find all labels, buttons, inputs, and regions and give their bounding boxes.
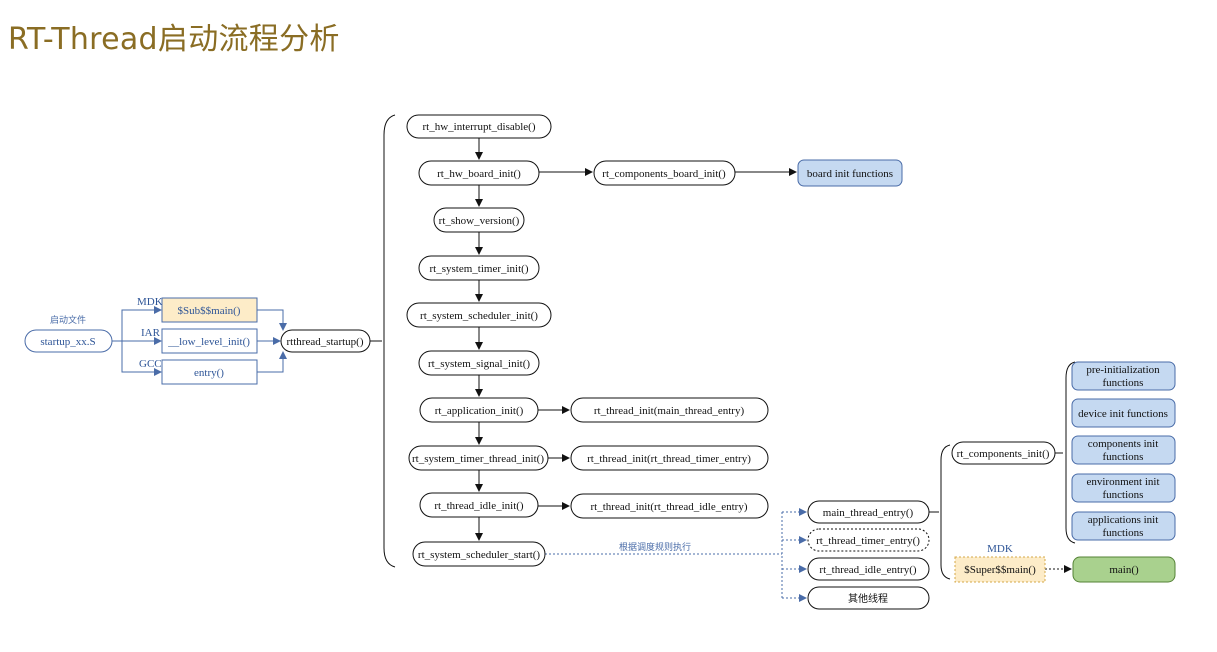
components-init-label: rt_components_init() (957, 448, 1050, 460)
seq-timer-thread-init[interactable]: rt_system_timer_thread_init() (408, 445, 549, 471)
compiler-tag-iar: IAR (141, 327, 161, 339)
seq-label: rt_thread_idle_init() (434, 500, 524, 512)
init-func-line: functions (1103, 451, 1144, 463)
seq-interrupt-disable[interactable]: rt_hw_interrupt_disable() (406, 114, 552, 139)
thread-init-label: rt_thread_init(rt_thread_idle_entry) (591, 501, 748, 513)
sub-main-label: $Sub$$main() (178, 305, 241, 317)
init-func-line: device init functions (1078, 408, 1168, 420)
seq-signal-init[interactable]: rt_system_signal_init() (418, 350, 540, 376)
components-board-init-label: rt_components_board_init() (602, 168, 726, 180)
sub-main-node[interactable]: $Sub$$main() (161, 297, 258, 323)
thread-label: main_thread_entry() (823, 507, 914, 519)
components-board-init-node[interactable]: rt_components_board_init() (593, 160, 736, 186)
init-functions-environment[interactable]: environment init functions (1071, 473, 1176, 503)
thread-init-idle[interactable]: rt_thread_init(rt_thread_idle_entry) (570, 493, 769, 519)
thread-init-timer[interactable]: rt_thread_init(rt_thread_timer_entry) (570, 445, 769, 471)
thread-init-label: rt_thread_init(main_thread_entry) (594, 405, 745, 417)
seq-label: rt_application_init() (435, 405, 524, 417)
rtthread-startup-node[interactable]: rtthread_startup() (280, 329, 371, 353)
low-level-init-label: __low_level_init() (167, 336, 250, 348)
main-label: main() (1109, 564, 1139, 576)
init-func-line: functions (1103, 489, 1144, 501)
seq-idle-init[interactable]: rt_thread_idle_init() (419, 492, 539, 518)
seq-label: rt_system_scheduler_init() (420, 310, 538, 322)
super-main-node[interactable]: $Super$$main() (954, 556, 1046, 583)
seq-scheduler-start[interactable]: rt_system_scheduler_start() (412, 541, 546, 567)
board-init-functions-label: board init functions (807, 168, 893, 180)
main-node[interactable]: main() (1072, 556, 1176, 583)
startup-caption: 启动文件 (50, 314, 86, 326)
seq-label: rt_system_scheduler_start() (418, 549, 541, 561)
seq-label: rt_hw_board_init() (437, 168, 521, 180)
seq-show-version[interactable]: rt_show_version() (433, 207, 525, 233)
super-main-label: $Super$$main() (964, 564, 1036, 576)
seq-hw-board-init[interactable]: rt_hw_board_init() (418, 160, 540, 186)
init-func-line: functions (1103, 377, 1144, 389)
init-functions-components[interactable]: components init functions (1071, 435, 1176, 465)
init-functions-pre[interactable]: pre-initialization functions (1071, 361, 1176, 391)
page-title: RT-Thread启动流程分析 (8, 22, 340, 57)
seq-label: rt_system_timer_init() (430, 263, 529, 275)
init-functions-applications[interactable]: applications init functions (1071, 511, 1176, 541)
compiler-tag-gcc: GCC (139, 358, 162, 370)
init-func-line: functions (1103, 527, 1144, 539)
thread-other[interactable]: 其他线程 (807, 586, 930, 610)
init-func-line: applications init (1088, 514, 1159, 526)
thread-label: rt_thread_idle_entry() (819, 564, 916, 576)
seq-application-init[interactable]: rt_application_init() (419, 397, 539, 423)
seq-label: rt_system_signal_init() (428, 358, 530, 370)
thread-label: 其他线程 (848, 592, 888, 605)
components-init-node[interactable]: rt_components_init() (951, 441, 1056, 465)
seq-label: rt_hw_interrupt_disable() (422, 121, 535, 133)
main-path-tag: MDK (987, 543, 1013, 555)
startup-file-label: startup_xx.S (40, 336, 95, 348)
thread-init-label: rt_thread_init(rt_thread_timer_entry) (587, 453, 751, 465)
seq-label: rt_system_timer_thread_init() (412, 453, 544, 465)
entry-node[interactable]: entry() (161, 359, 258, 385)
thread-init-main[interactable]: rt_thread_init(main_thread_entry) (570, 397, 769, 423)
thread-label: rt_thread_timer_entry() (816, 535, 920, 547)
init-functions-device[interactable]: device init functions (1071, 398, 1176, 428)
init-func-line: components init (1088, 438, 1159, 450)
init-func-line: pre-initialization (1086, 364, 1160, 376)
thread-main-entry[interactable]: main_thread_entry() (807, 500, 930, 524)
startup-file-node[interactable]: startup_xx.S (24, 329, 113, 353)
seq-label: rt_show_version() (439, 215, 520, 227)
init-func-line: environment init (1086, 476, 1159, 488)
rtthread-startup-label: rtthread_startup() (287, 336, 364, 348)
seq-system-timer-init[interactable]: rt_system_timer_init() (418, 255, 540, 281)
scheduler-note: 根据调度规则执行 (619, 541, 691, 553)
board-init-functions-node[interactable]: board init functions (797, 159, 903, 187)
entry-label: entry() (194, 367, 224, 379)
connectors (112, 114, 1076, 602)
thread-idle-entry[interactable]: rt_thread_idle_entry() (807, 557, 930, 581)
thread-timer-entry[interactable]: rt_thread_timer_entry() (807, 528, 930, 552)
low-level-init-node[interactable]: __low_level_init() (161, 328, 258, 354)
seq-scheduler-init[interactable]: rt_system_scheduler_init() (406, 302, 552, 328)
compiler-tag-mdk: MDK (137, 296, 163, 308)
